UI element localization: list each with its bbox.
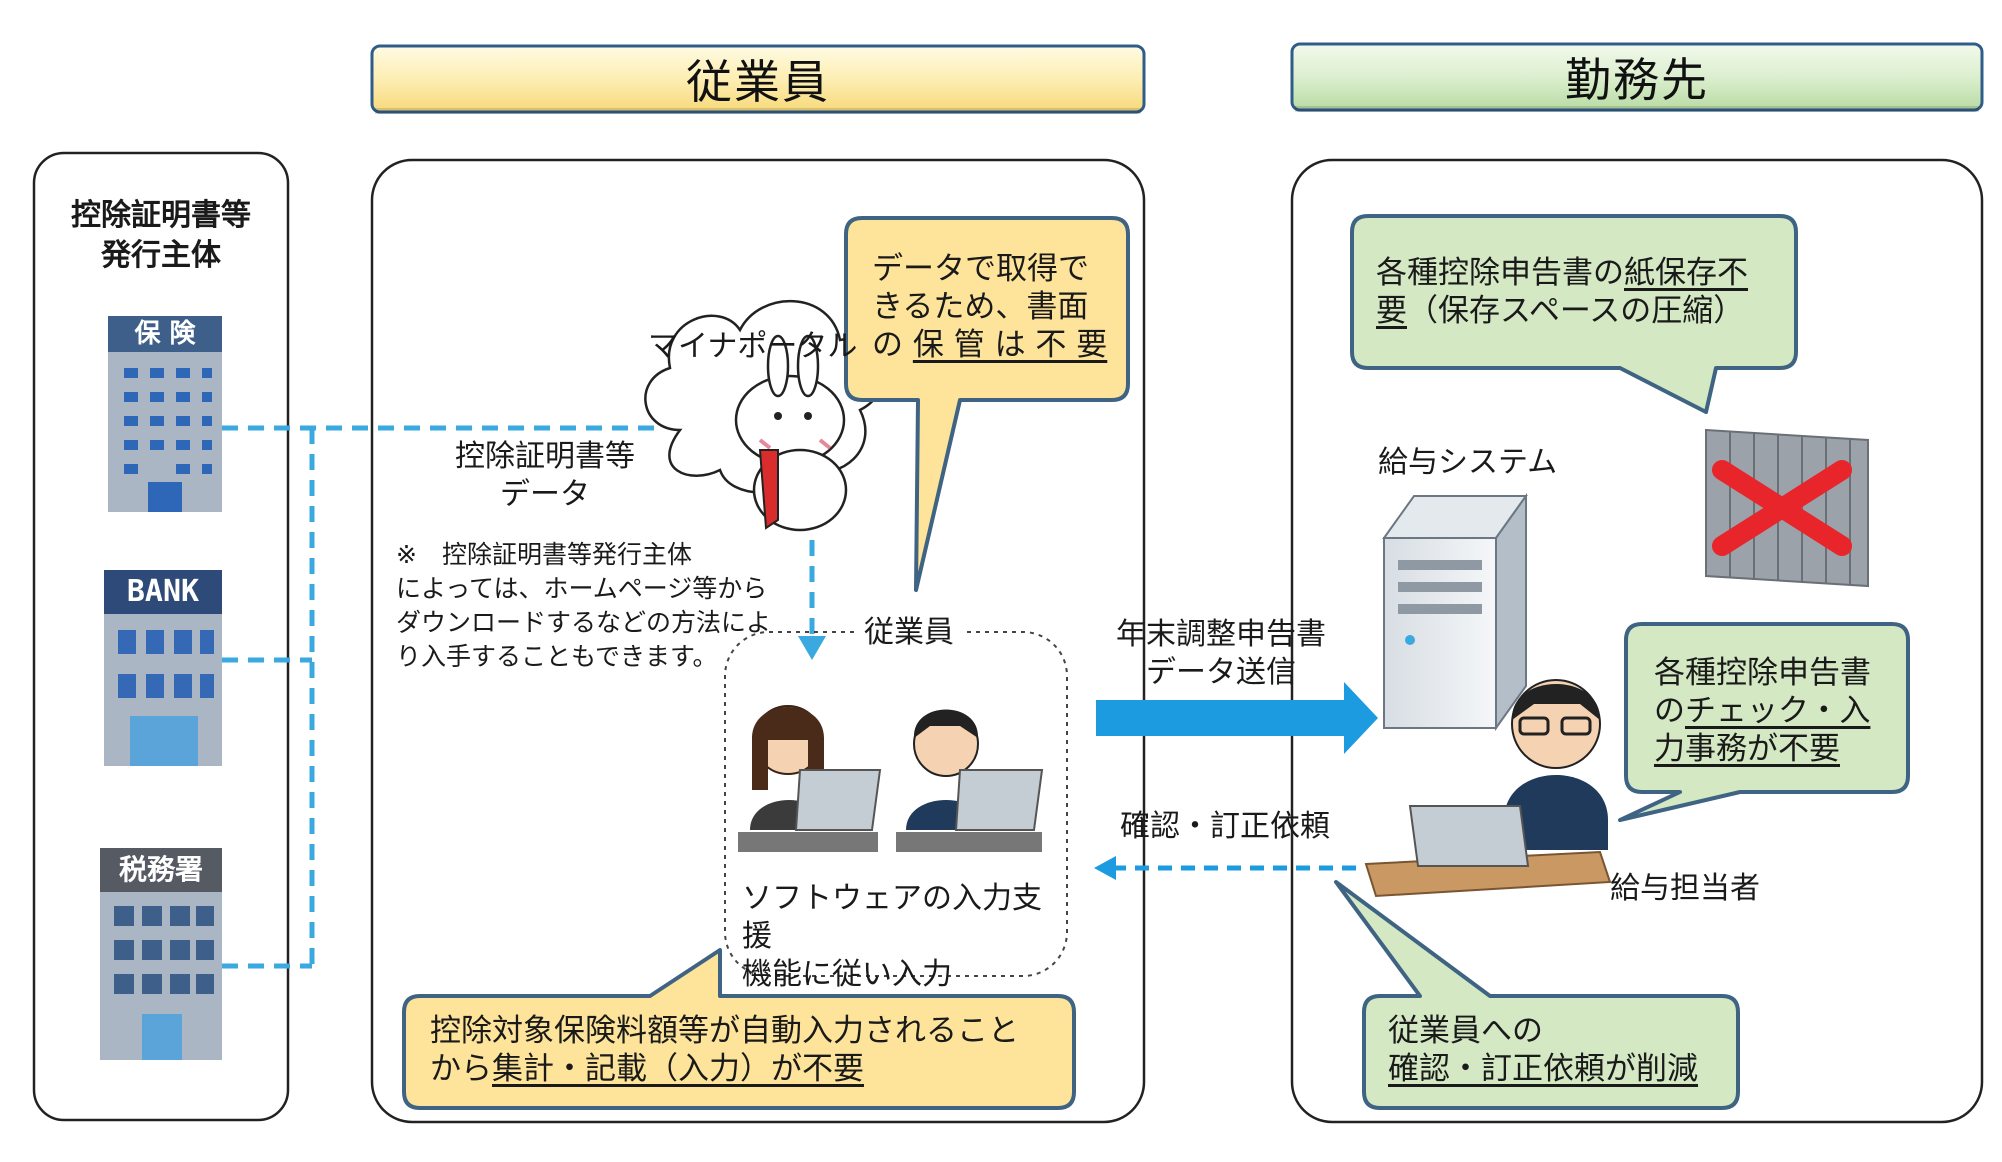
issuers-title: 控除証明書等 発行主体 xyxy=(34,196,288,276)
insurance-building-sign: 保 険 xyxy=(134,319,196,349)
bank-building-sign: BANK xyxy=(126,574,200,609)
software-input-label-line1: ソフトウェアの入力支援 xyxy=(742,881,1042,954)
download-note-line3: ダウンロードするなどの方法によ xyxy=(396,608,772,637)
callout-check-line2-underlined: チェック・入 xyxy=(1685,693,1871,729)
callout-storage-line1-underlined: 紙保存不 xyxy=(1624,255,1748,291)
callout-storage-line1: 各種控除申告書の紙保存不 xyxy=(1376,254,1796,292)
issuer-data-dashed-lines xyxy=(222,425,815,969)
mascot-rabbit-icon xyxy=(734,334,848,532)
paper-stack-crossed-icon xyxy=(1705,428,1869,588)
callout-bottom-line2-prefix: から xyxy=(430,1051,492,1087)
tax-office-building-sign: 税務署 xyxy=(118,853,203,886)
payroll-staff-label: 給与担当者 xyxy=(1610,871,1760,906)
send-data-label-line2: データ送信 xyxy=(1146,655,1296,690)
download-note: ※ 控除証明書等発行主体 によっては、ホームページ等から ダウンロードするなどの… xyxy=(396,538,776,674)
callout-auto-input-shape xyxy=(402,948,1076,1110)
download-note-line4: り入手することもできます。 xyxy=(396,642,718,671)
callout-bottom-line1: 控除対象保険料額等が自動入力されること xyxy=(430,1013,1019,1049)
send-data-arrow xyxy=(1096,682,1378,754)
issuers-title-line1: 控除証明書等 xyxy=(71,198,251,233)
employee-frame xyxy=(370,158,1146,1124)
portal-down-arrowhead xyxy=(798,636,826,660)
employee-label: 従業員 xyxy=(856,614,962,652)
callout-check-line3: 力事務が不要 xyxy=(1654,730,1904,768)
return-request-arrow xyxy=(1094,856,1356,880)
callout-storage-line2-underlined: 要 xyxy=(1376,293,1407,329)
issuers-frame xyxy=(32,151,290,1122)
callout-check-unneeded-shape xyxy=(1618,622,1910,822)
bank-building-icon xyxy=(104,570,222,766)
header-bar-employer xyxy=(1290,42,1984,112)
callout-requests-line2: 確認・訂正依頼が削減 xyxy=(1388,1050,1728,1088)
callout-auto-input-text: 控除対象保険料額等が自動入力されること から集計・記載（入力）が不要 xyxy=(430,1012,1060,1088)
deduction-data-label-line1: 控除証明書等 xyxy=(455,439,635,474)
callout-top-line3-underlined: 保 管 は 不 要 xyxy=(912,327,1108,363)
mynaportal-label: マイナポータル xyxy=(648,329,858,364)
callout-top-line3: の 保 管 は 不 要 xyxy=(872,326,1112,364)
callout-check-line3-underlined: 力事務が不要 xyxy=(1654,731,1840,767)
callout-storage-line1-prefix: 各種控除申告書の xyxy=(1376,255,1624,291)
software-input-label-line2: 機能に従い入力 xyxy=(742,957,952,992)
callout-requests-reduced-shape xyxy=(1334,880,1740,1110)
callout-storage-line2-suffix: （保存スペースの圧縮） xyxy=(1407,293,1745,329)
callout-bottom-line2: から集計・記載（入力）が不要 xyxy=(430,1050,1060,1088)
callout-check-line2-prefix: の xyxy=(1654,693,1685,729)
return-request-label: 確認・訂正依頼 xyxy=(1120,809,1330,844)
callout-storage-line2: 要（保存スペースの圧縮） xyxy=(1376,292,1796,330)
callout-top-line3-prefix: の xyxy=(872,327,913,363)
send-data-label-line1: 年末調整申告書 xyxy=(1116,617,1326,652)
download-note-line2: によっては、ホームページ等から xyxy=(396,574,768,603)
deduction-data-label-line2: データ xyxy=(500,477,590,512)
callout-storage-unneeded-text: データで取得で きるため、書面 の 保 管 は 不 要 xyxy=(872,250,1112,364)
payroll-system-label: 給与システム xyxy=(1378,445,1558,480)
header-employer: 勤務先 xyxy=(1565,53,1709,107)
callout-storage-unneeded-shape xyxy=(844,216,1130,592)
send-data-label: 年末調整申告書 データ送信 xyxy=(1090,616,1352,692)
header-employee: 従業員 xyxy=(686,55,830,109)
callout-check-unneeded-text: 各種控除申告書 のチェック・入 力事務が不要 xyxy=(1654,654,1904,768)
tax-office-building-icon xyxy=(100,848,222,1060)
callout-requests-reduced-text: 従業員への 確認・訂正依頼が削減 xyxy=(1388,1012,1728,1088)
software-input-label: ソフトウェアの入力支援 機能に従い入力 xyxy=(742,880,1062,994)
payroll-staff-icon xyxy=(1364,679,1612,898)
callout-requests-line2-underlined: 確認・訂正依頼が削減 xyxy=(1388,1051,1698,1087)
employee-male-icon xyxy=(896,709,1044,852)
callout-top-line2: きるため、書面 xyxy=(872,289,1089,325)
callout-requests-line1: 従業員への xyxy=(1388,1013,1543,1049)
employer-frame xyxy=(1290,158,1984,1124)
callout-check-line2: のチェック・入 xyxy=(1654,692,1904,730)
header-bar-employee xyxy=(370,44,1146,114)
callout-check-line1: 各種控除申告書 xyxy=(1654,655,1871,691)
issuers-title-line2: 発行主体 xyxy=(101,238,221,273)
deduction-data-label: 控除証明書等 データ xyxy=(400,438,690,514)
callout-paper-storage-text: 各種控除申告書の紙保存不 要（保存スペースの圧縮） xyxy=(1376,254,1796,330)
employee-female-icon xyxy=(738,705,882,852)
callout-top-line1: データで取得で xyxy=(872,251,1089,287)
callout-bottom-line2-underlined: 集計・記載（入力）が不要 xyxy=(492,1051,864,1087)
insurance-building-icon xyxy=(108,316,222,512)
callout-paper-storage-shape xyxy=(1350,214,1798,414)
download-note-line1: ※ 控除証明書等発行主体 xyxy=(396,540,692,569)
payroll-server-icon xyxy=(1382,492,1528,732)
